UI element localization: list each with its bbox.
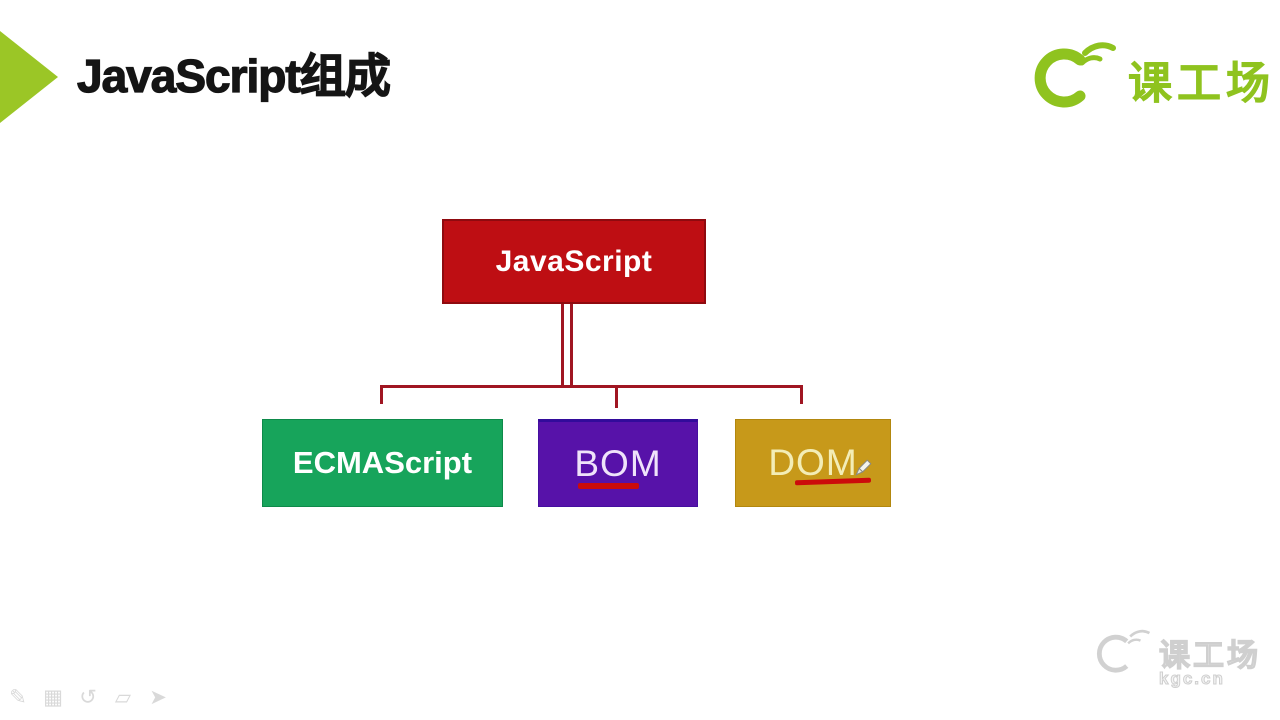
node-ecmascript: ECMAScript bbox=[262, 419, 503, 507]
connector-drop-ecmascript bbox=[380, 385, 383, 404]
node-javascript: JavaScript bbox=[442, 219, 706, 304]
connector-horizontal bbox=[380, 385, 803, 388]
eraser-tool-icon[interactable]: ▱ bbox=[114, 686, 132, 709]
undo-tool-icon[interactable]: ↺ bbox=[79, 686, 97, 709]
node-bom: BOM bbox=[538, 419, 698, 507]
connector-vertical-right bbox=[570, 304, 573, 388]
page-title: JavaScript组成 bbox=[76, 49, 391, 102]
watermark-logo: 课工场 kgc.cn bbox=[1091, 619, 1261, 688]
bom-underline-annotation bbox=[578, 483, 639, 489]
pen-tool-icon[interactable]: ✎ bbox=[9, 686, 27, 709]
watermark-domain-text: kgc.cn bbox=[1159, 669, 1225, 688]
watermark-logo-icon bbox=[1097, 629, 1151, 673]
pointer-tool-icon[interactable]: ➤ bbox=[149, 686, 167, 709]
pen-cursor-icon bbox=[855, 459, 872, 476]
brand-logo-icon bbox=[1034, 42, 1116, 108]
watermark-text-block: 课工场 kgc.cn bbox=[1158, 638, 1261, 688]
node-dom: DOM bbox=[735, 419, 891, 507]
annotation-toolbar: ✎ ▦ ↺ ▱ ➤ bbox=[6, 685, 170, 711]
connector-drop-bom bbox=[615, 385, 618, 408]
title-accent-arrow-icon bbox=[0, 31, 58, 123]
brand-logo: 课工场 bbox=[1028, 40, 1275, 114]
highlighter-tool-icon[interactable]: ▦ bbox=[43, 686, 63, 709]
brand-logo-text: 课工场 bbox=[1128, 59, 1275, 108]
watermark-brand-text: 课工场 bbox=[1158, 638, 1261, 673]
connector-drop-dom bbox=[800, 385, 803, 404]
connector-vertical-left bbox=[561, 304, 564, 388]
